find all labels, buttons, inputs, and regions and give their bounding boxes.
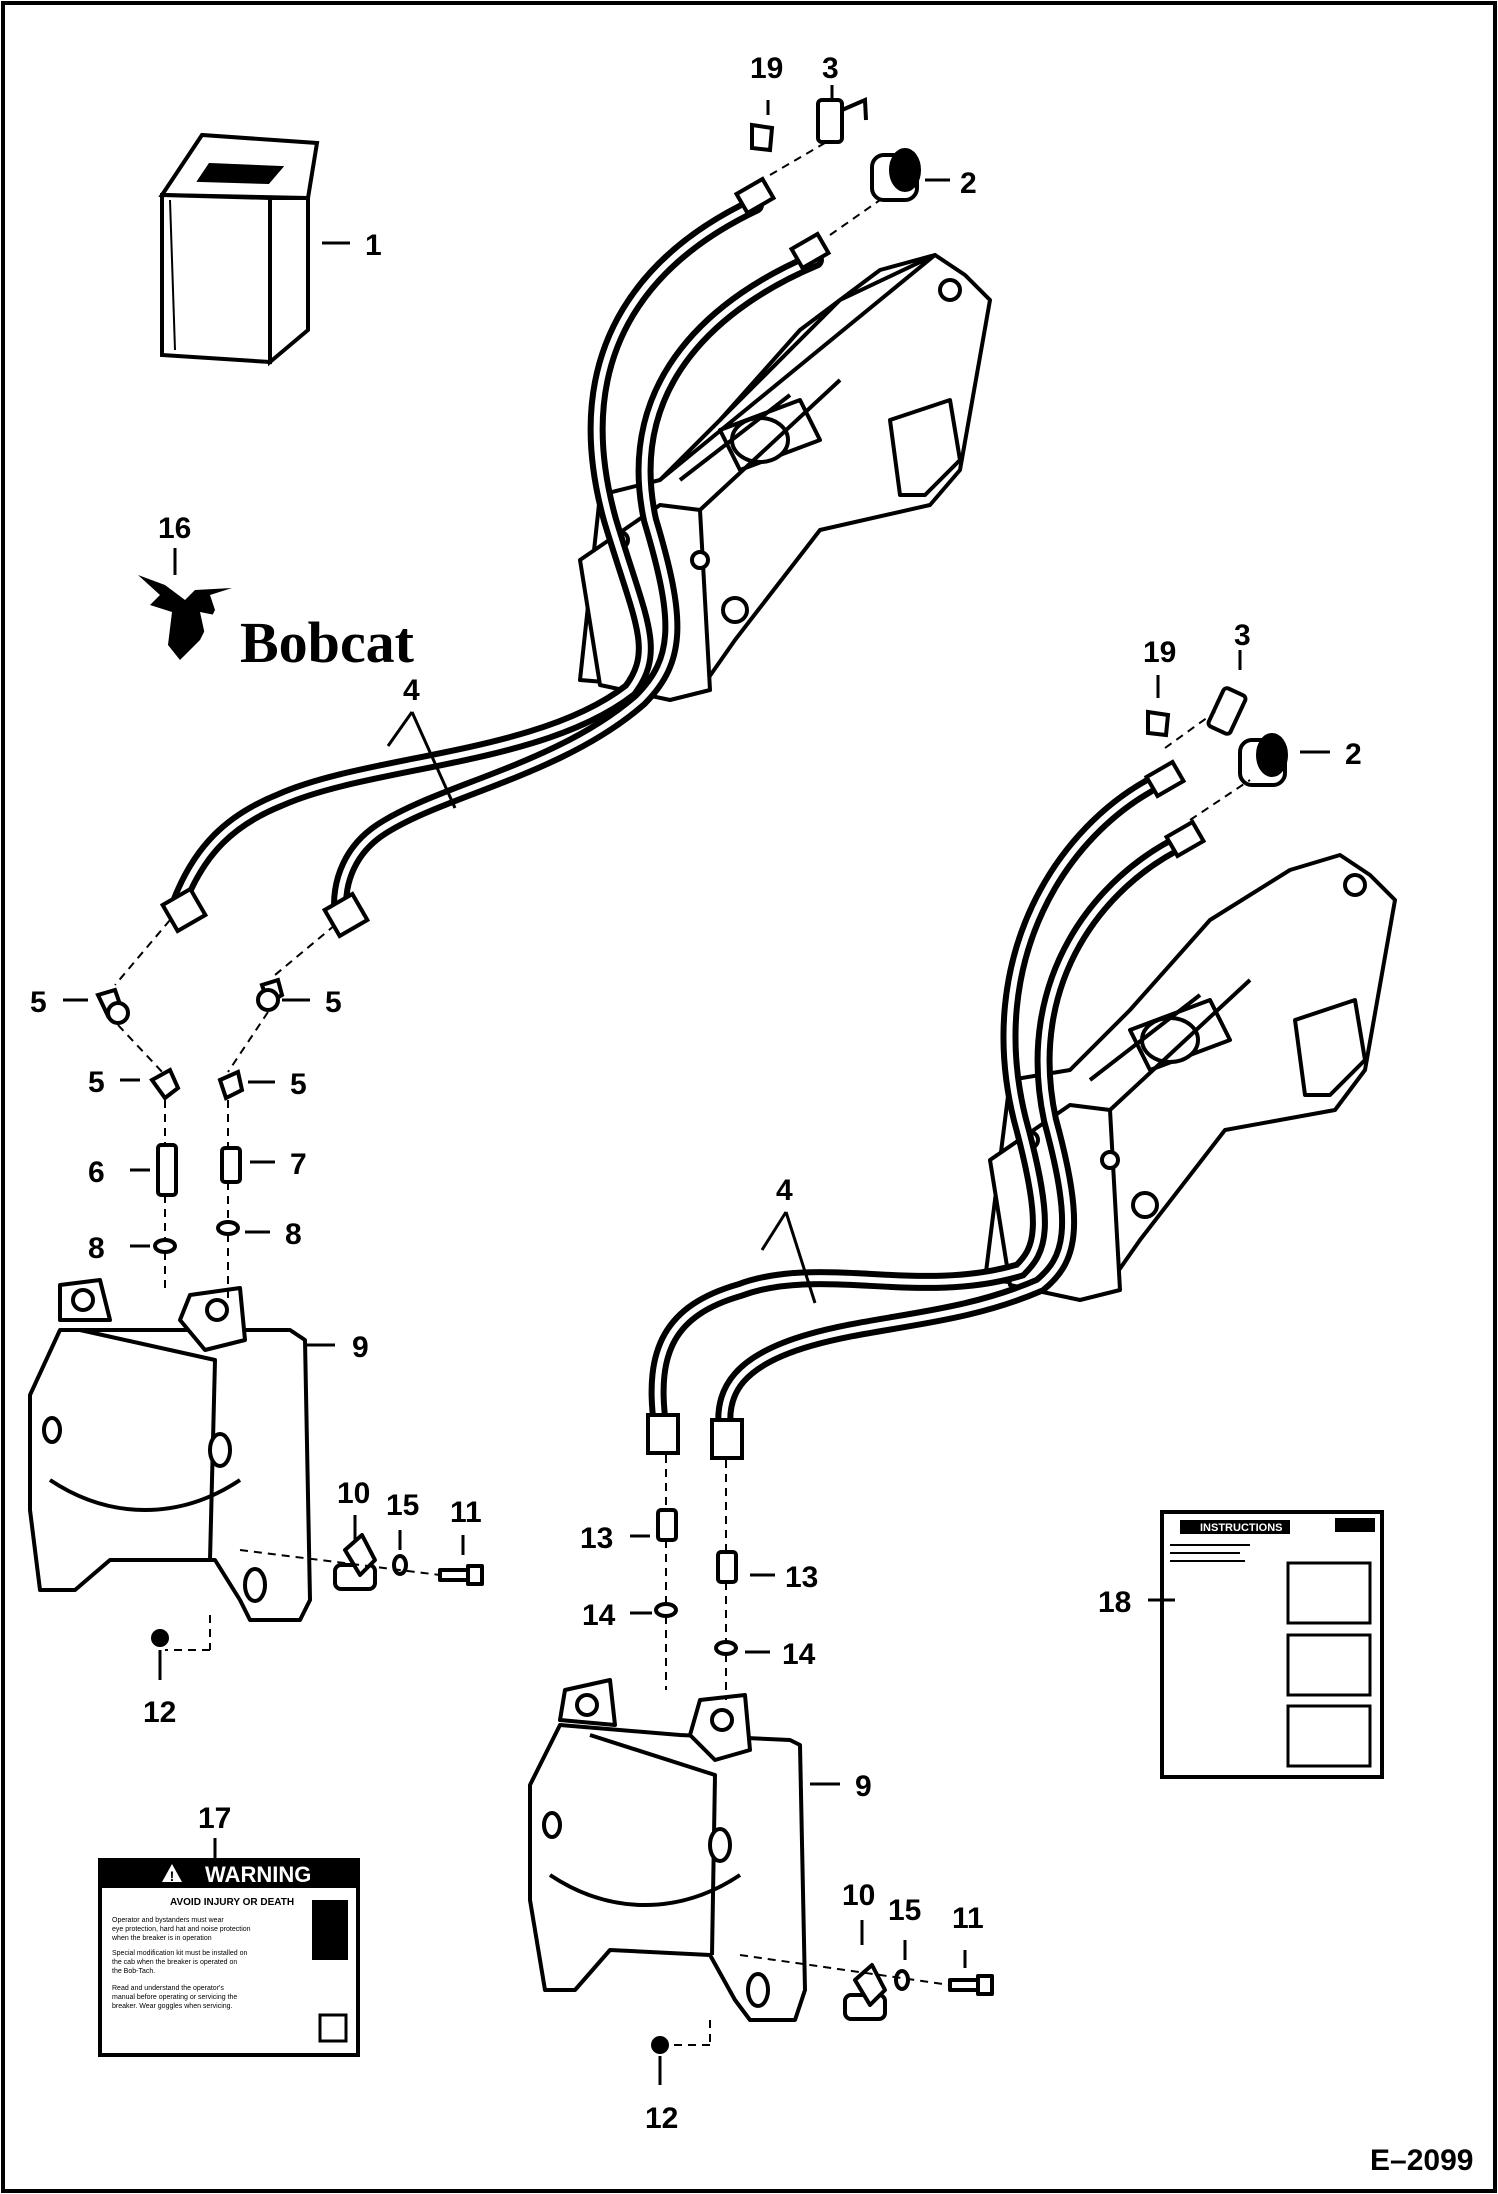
manual-box-part (158, 132, 320, 367)
assembly-lines (114, 139, 1251, 2046)
warning-line: the Bob-Tach. (112, 1968, 155, 1975)
left-adapter-fittings (95, 977, 285, 1254)
manual-pictogram (318, 2013, 348, 2043)
figure-id: E–2099 (1370, 2144, 1473, 2177)
callout-5: 5 (290, 1068, 307, 1101)
callout-2: 2 (960, 167, 977, 200)
callout-4: 4 (776, 1174, 793, 1207)
callout-16: 16 (158, 512, 191, 545)
callout-13: 13 (785, 1561, 818, 1594)
lower-fittings (1146, 686, 1288, 787)
instructions-title: INSTRUCTIONS (1200, 1522, 1283, 1534)
callout-11: 11 (450, 1496, 482, 1529)
callout-3: 3 (822, 52, 839, 85)
callout-6: 6 (88, 1156, 105, 1189)
warning-line: breaker. Wear goggles when servicing. (112, 2003, 233, 2010)
warning-line: Operator and bystanders must wear (112, 1917, 224, 1924)
callout-12: 12 (645, 2102, 678, 2135)
callout-5: 5 (88, 1066, 105, 1099)
lower-hoses (646, 759, 1207, 1460)
instructions-sheet: INSTRUCTIONS (1160, 1510, 1384, 1779)
callout-17: 17 (198, 1802, 231, 1835)
callout-labels: 1 2 2 3 3 4 4 5 5 5 5 6 7 8 8 9 9 10 10 … (30, 52, 1362, 2135)
upper-fittings (750, 97, 921, 202)
callout-3: 3 (1234, 619, 1251, 652)
callout-9: 9 (855, 1770, 872, 1803)
callout-8: 8 (285, 1218, 302, 1251)
callout-19: 19 (750, 52, 783, 85)
callout-18: 18 (1098, 1586, 1131, 1619)
callout-14: 14 (582, 1599, 616, 1632)
bobcat-logo: Bobcat (138, 575, 415, 675)
upper-hoses (159, 176, 832, 939)
warning-decal: ! WARNING AVOID INJURY OR DEATH Operator… (98, 1858, 360, 2057)
right-mounting-bracket (528, 1678, 994, 2054)
callout-4: 4 (403, 674, 420, 707)
callout-5: 5 (325, 986, 342, 1019)
callout-13: 13 (580, 1522, 613, 1555)
left-mounting-bracket (28, 1278, 484, 1647)
operator-pictogram (312, 1900, 348, 1960)
callout-2: 2 (1345, 738, 1362, 771)
warning-line: eye protection, hard hat and noise prote… (112, 1926, 251, 1933)
callout-15: 15 (888, 1894, 921, 1927)
callout-9: 9 (352, 1331, 369, 1364)
callout-8: 8 (88, 1232, 105, 1265)
callout-14: 14 (782, 1638, 816, 1671)
callout-11: 11 (952, 1902, 984, 1935)
svg-text:!: ! (170, 1868, 175, 1884)
callout-12: 12 (143, 1696, 176, 1729)
callout-15: 15 (386, 1489, 419, 1522)
callout-1: 1 (365, 229, 382, 262)
warning-subtitle: AVOID INJURY OR DEATH (170, 1897, 294, 1908)
warning-line: the cab when the breaker is operated on (112, 1959, 237, 1966)
bobcat-wordmark: Bobcat (240, 610, 415, 675)
warning-line: when the breaker is in operation (111, 1935, 212, 1942)
callout-10: 10 (337, 1477, 370, 1510)
warning-line: Read and understand the operator's (112, 1985, 224, 1992)
callout-19: 19 (1143, 636, 1176, 669)
callout-10: 10 (842, 1879, 875, 1912)
callout-5: 5 (30, 986, 47, 1019)
warning-line: Special modification kit must be install… (112, 1950, 248, 1957)
warning-line: manual before operating or servicing the (112, 1994, 237, 2001)
callout-7: 7 (290, 1148, 307, 1181)
warning-title: WARNING (205, 1862, 311, 1887)
right-adapter-fittings (654, 1508, 738, 1656)
leader-lines (63, 85, 1330, 2085)
